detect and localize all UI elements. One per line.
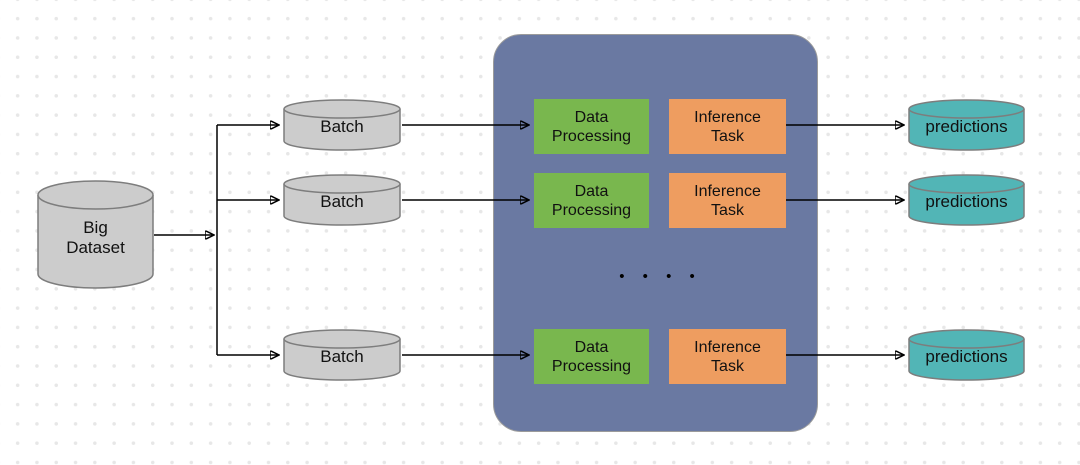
big-dataset-cylinder (37, 180, 154, 289)
predictions-label-3: predictions (925, 347, 1008, 366)
batch-cylinder-3 (283, 329, 401, 381)
predictions-label-2: predictions (925, 192, 1008, 211)
worker-pool-container: Data Processing Inference Task Data Proc… (493, 34, 818, 432)
inference-task-box-2: Inference Task (669, 173, 786, 228)
batch-label-1: Batch (320, 117, 364, 136)
predictions-label-1: predictions (925, 117, 1008, 136)
inference-task-box-1: Inference Task (669, 99, 786, 154)
batch-cylinder-1 (283, 99, 401, 151)
data-processing-box-2: Data Processing (534, 173, 649, 228)
batch-label-3: Batch (320, 347, 364, 366)
predictions-cylinder-3 (908, 329, 1025, 381)
batch-cylinder-2 (283, 174, 401, 226)
more-rows-ellipsis: • • • • (619, 268, 702, 285)
big-dataset-label: Big Dataset (66, 217, 125, 257)
batch-label-2: Batch (320, 192, 364, 211)
predictions-cylinder-2 (908, 174, 1025, 226)
data-processing-box-1: Data Processing (534, 99, 649, 154)
data-processing-box-3: Data Processing (534, 329, 649, 384)
inference-task-box-3: Inference Task (669, 329, 786, 384)
predictions-cylinder-1 (908, 99, 1025, 151)
